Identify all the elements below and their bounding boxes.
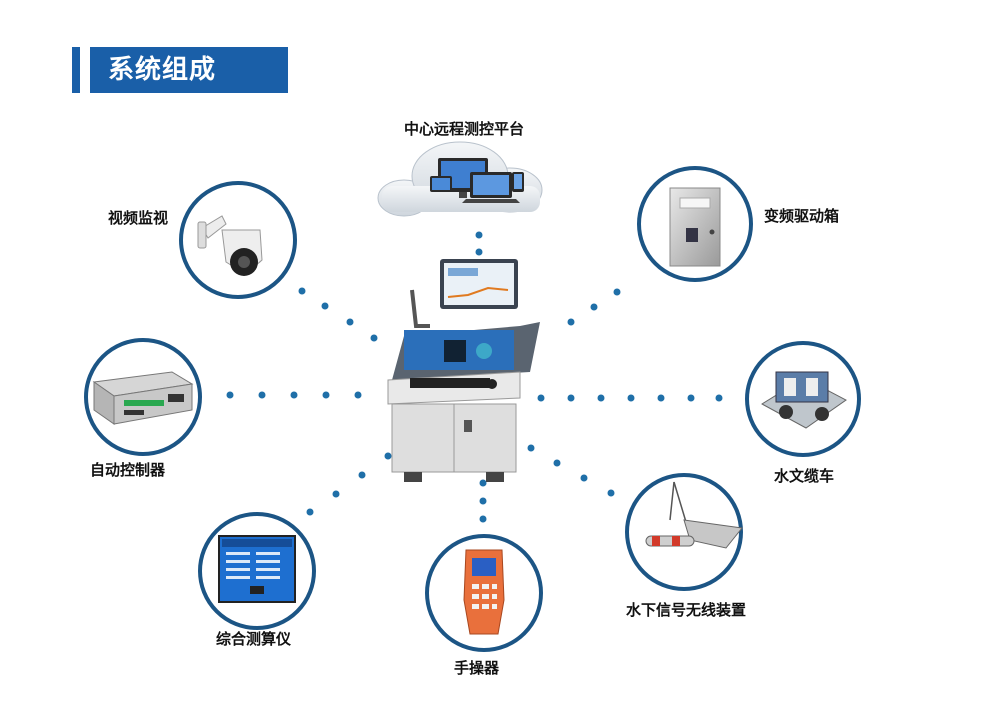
label-handheld: 手操器 (454, 659, 500, 677)
label-underwater: 水下信号无线装置 (626, 601, 746, 619)
cloud-devices-icon (377, 141, 543, 217)
cable-car-icon (745, 341, 861, 457)
console-icon (387, 259, 540, 482)
handheld-icon (425, 534, 543, 652)
label-center-platform: 中心远程测控平台 (404, 120, 524, 138)
label-video: 视频监视 (108, 209, 168, 227)
label-controller: 自动控制器 (90, 461, 166, 479)
section-header: 系统组成 (72, 47, 288, 93)
label-cable-car: 水文缆车 (774, 467, 834, 485)
connector-dots (226, 231, 723, 523)
label-calculator: 综合测算仪 (216, 630, 292, 648)
display-panel-icon (198, 512, 316, 630)
label-vfd: 变频驱动箱 (764, 207, 839, 225)
underwater-device-icon (625, 473, 743, 591)
title-accent-bar (72, 47, 80, 93)
controller-icon (84, 338, 202, 456)
cabinet-icon (637, 166, 753, 282)
page-title: 系统组成 (90, 47, 288, 93)
camera-icon (179, 181, 297, 299)
